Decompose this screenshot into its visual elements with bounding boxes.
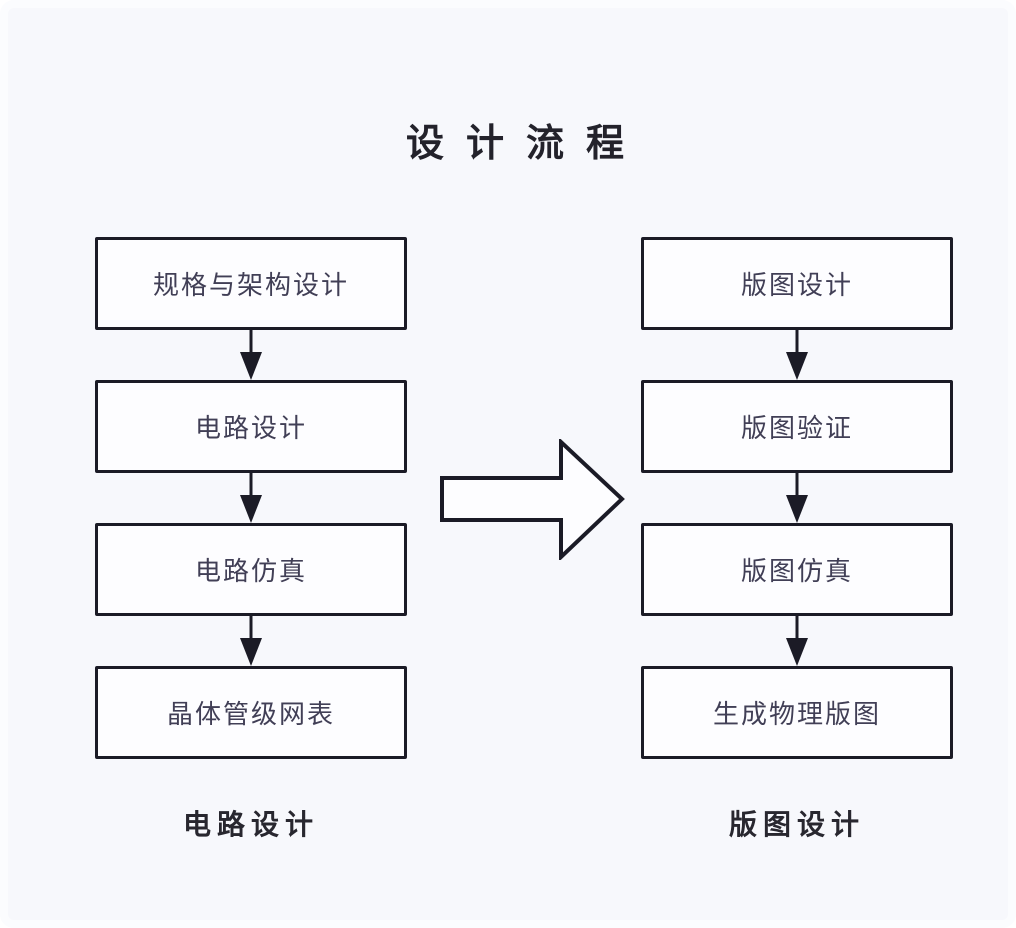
flow-step-label: 版图仿真	[740, 556, 853, 586]
arrow-down-icon	[240, 473, 262, 523]
arrow-down-icon	[240, 330, 262, 380]
flow-step-transistor-netlist: 晶体管级网表	[95, 666, 407, 759]
flow-step-generate-physical-layout: 生成物理版图	[641, 666, 953, 759]
flow-step-layout-design: 版图设计	[641, 237, 953, 330]
flow-step-label: 生成物理版图	[712, 699, 881, 729]
flow-step-label: 版图验证	[740, 413, 853, 443]
circuit-design-column: 规格与架构设计 电路设计 电路仿真 晶体管级网表	[95, 237, 407, 759]
flow-step-circuit-design: 电路设计	[95, 380, 407, 473]
arrow-right-icon	[440, 439, 625, 560]
flow-step-layout-verification: 版图验证	[641, 380, 953, 473]
diagram-title: 设计流程	[405, 123, 647, 165]
arrow-down-icon	[786, 473, 808, 523]
circuit-design-caption: 电路设计	[182, 809, 319, 840]
flow-step-label: 晶体管级网表	[166, 699, 335, 729]
flow-step-label: 规格与架构设计	[152, 270, 349, 300]
layout-design-caption: 版图设计	[728, 809, 865, 840]
layout-design-column: 版图设计 版图验证 版图仿真 生成物理版图	[641, 237, 953, 759]
arrow-down-icon	[786, 616, 808, 666]
flow-step-label: 版图设计	[740, 270, 853, 300]
flow-step-label: 电路设计	[194, 413, 307, 443]
arrow-down-icon	[240, 616, 262, 666]
flow-step-layout-simulation: 版图仿真	[641, 523, 953, 616]
flow-step-spec-architecture: 规格与架构设计	[95, 237, 407, 330]
flow-step-circuit-simulation: 电路仿真	[95, 523, 407, 616]
arrow-down-icon	[786, 330, 808, 380]
flow-step-label: 电路仿真	[194, 556, 307, 586]
